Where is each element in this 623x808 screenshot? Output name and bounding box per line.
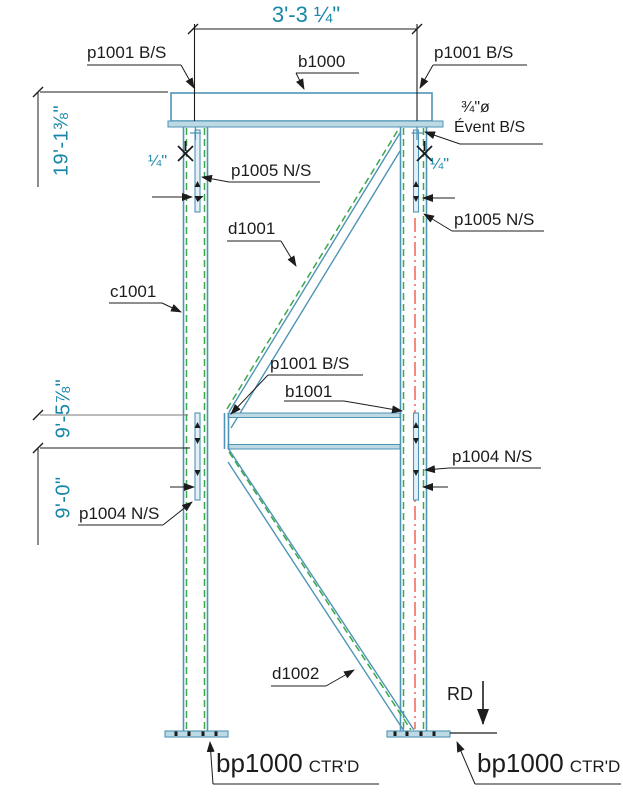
label-vent-note: Évent B/S: [454, 119, 526, 136]
label-bp1000-right: bp1000 CTR'D: [477, 748, 621, 778]
column-left: [182, 127, 209, 731]
dimension-mid-lower-text: 9'-0": [52, 476, 75, 519]
label-b1000: b1000: [298, 52, 346, 71]
diagonal-brace-d1001: [226, 129, 401, 429]
label-d1001: d1001: [228, 219, 276, 238]
label-p1001-top-left: p1001 B/S: [87, 43, 167, 62]
weld-symbol-left: [177, 141, 194, 162]
mid-beam: [223, 412, 401, 450]
label-c1001: c1001: [110, 282, 157, 301]
bp1000-right-text: bp1000: [477, 748, 564, 778]
label-roof-drain: RD: [447, 684, 473, 704]
base-plate-right: [386, 730, 451, 738]
bp1000-right-suffix: CTR'D: [569, 757, 621, 776]
label-b1001: b1001: [285, 382, 333, 401]
diagonal-brace-d1002: [227, 447, 415, 732]
top-beam: [167, 92, 444, 128]
dimension-mid-upper-text: 9'-5⅞": [52, 378, 75, 439]
plate-tick-marks: [194, 181, 419, 476]
label-p1004-left: p1004 N/S: [79, 504, 160, 523]
end-plate-weld-marks: [190, 127, 423, 140]
bp1000-left-suffix: CTR'D: [308, 757, 360, 776]
label-p1001-top-right: p1001 B/S: [434, 43, 514, 62]
weld-symbol-right: [416, 141, 433, 162]
dimension-top-width: [187, 23, 423, 121]
dimension-top-width-text: 3'-3 ¼": [271, 2, 341, 27]
dimension-left-heights: [32, 86, 190, 545]
column-right: [399, 127, 428, 731]
label-p1005-left: p1005 N/S: [231, 161, 312, 180]
label-p1001-mid: p1001 B/S: [270, 354, 350, 373]
label-vent-size: ¾"ø: [461, 99, 490, 116]
label-d1002: d1002: [272, 664, 320, 683]
weld-size-right: ¼": [430, 156, 450, 173]
base-plate-left: [164, 730, 229, 738]
roof-drain-arrow: [450, 681, 497, 734]
label-bp1000-left: bp1000 CTR'D: [216, 748, 360, 778]
label-p1005-right: p1005 N/S: [454, 210, 535, 229]
label-p1004-right: p1004 N/S: [452, 447, 533, 466]
dimension-overall-height-text: 19'-1⅜": [50, 104, 73, 177]
bp1000-left-text: bp1000: [216, 748, 303, 778]
weld-size-left: ¼": [148, 153, 168, 170]
label-leaders: [78, 64, 621, 785]
stiffener-plates: [194, 129, 420, 501]
